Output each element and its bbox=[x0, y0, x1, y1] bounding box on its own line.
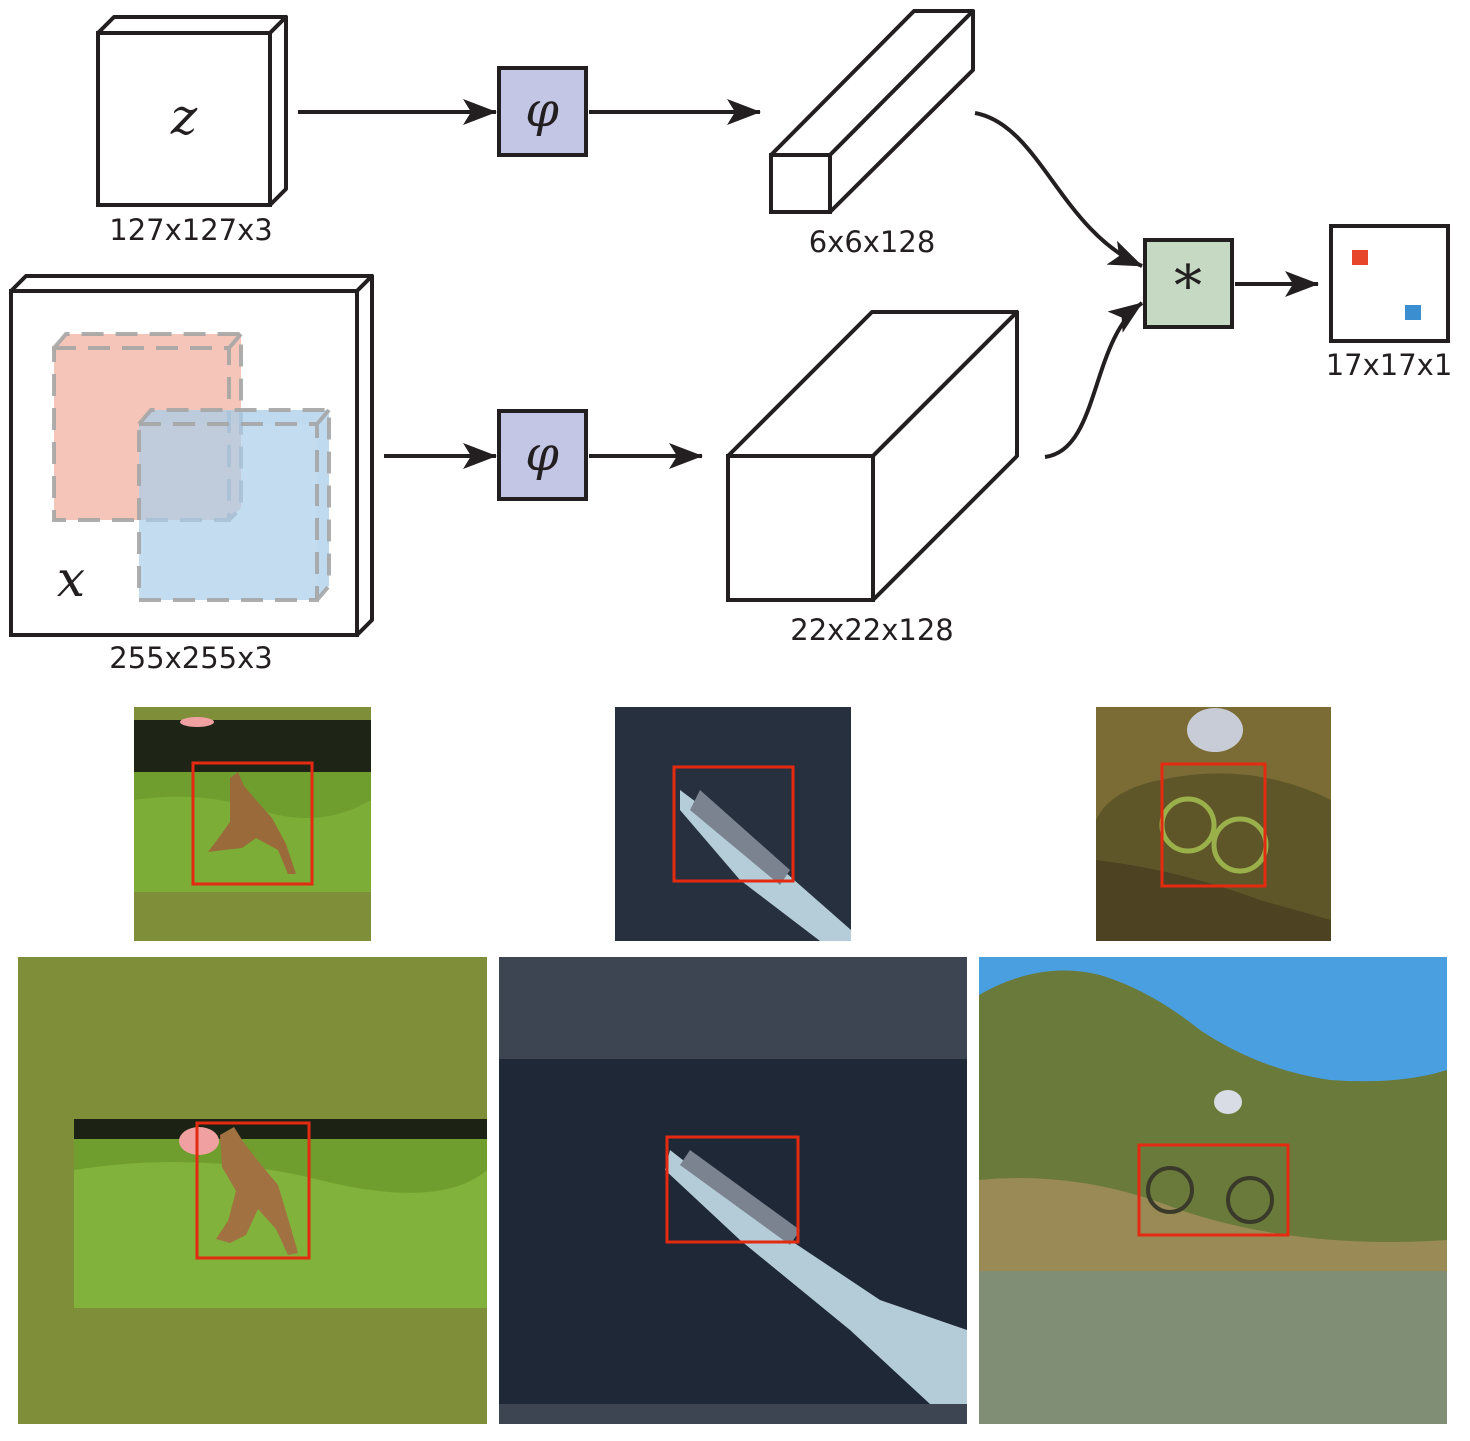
score-peak-red bbox=[1352, 250, 1368, 265]
arrow-small-feature-to-xcorr bbox=[974, 111, 1143, 268]
cross-correlation-operator: * bbox=[1143, 238, 1234, 329]
dog-exemplar-image bbox=[134, 707, 371, 941]
embedding-function-bottom: φ bbox=[497, 409, 588, 501]
embedding-function-top: φ bbox=[497, 66, 588, 157]
boat-exemplar-image bbox=[615, 707, 851, 941]
score-map bbox=[1329, 224, 1450, 343]
search-input: x bbox=[9, 274, 374, 637]
arrow-large-feature-to-xcorr bbox=[1044, 301, 1144, 459]
feature-small-size-label: 6x6x128 bbox=[809, 225, 936, 259]
exemplar-size-label: 127x127x3 bbox=[109, 213, 272, 247]
feature-map-large bbox=[726, 310, 1019, 602]
search-size-label: 255x255x3 bbox=[109, 641, 272, 675]
cyclist-exemplar-image bbox=[1096, 707, 1331, 941]
search-symbol: x bbox=[57, 550, 85, 608]
boat-search-image bbox=[499, 957, 967, 1424]
phi-symbol-top: φ bbox=[525, 82, 559, 138]
score-peak-blue bbox=[1405, 305, 1421, 320]
dog-search-image bbox=[18, 957, 487, 1424]
phi-symbol-bottom: φ bbox=[525, 426, 559, 482]
feature-large-size-label: 22x22x128 bbox=[790, 613, 953, 647]
feature-map-small bbox=[769, 9, 975, 214]
exemplar-symbol: z bbox=[170, 88, 198, 146]
xcorr-symbol: * bbox=[1174, 254, 1202, 319]
score-map-size-label: 17x17x1 bbox=[1326, 348, 1453, 382]
candidate-region bbox=[137, 408, 331, 602]
cyclist-search-image bbox=[979, 957, 1447, 1424]
exemplar-input: z bbox=[96, 15, 288, 207]
